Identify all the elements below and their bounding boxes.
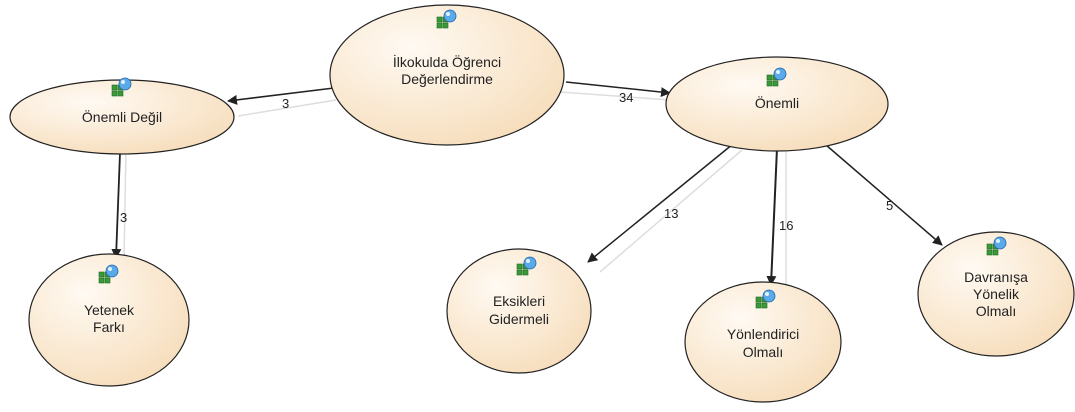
- edge-label-onemli-davranisa: 5: [886, 198, 893, 213]
- node-label-davranisa-line2: Yönelik: [973, 286, 1020, 302]
- edges: 3 34 3 13 16 5: [111, 81, 943, 288]
- node-label-root-line2: Değerlendirme: [401, 71, 493, 87]
- node-onemli-degil[interactable]: Önemli Değil: [9, 77, 235, 155]
- node-davranisa-yonelik-olmali[interactable]: Davranışa Yönelik Olmalı: [917, 231, 1075, 357]
- node-yetenek-farki[interactable]: Yetenek Farkı: [28, 253, 190, 387]
- edge-onemli-to-eksikleri: 13: [587, 143, 743, 273]
- edge-root-to-onemli-degil: 3: [227, 87, 337, 117]
- edge-label-root-onemli: 34: [619, 90, 633, 105]
- edge-root-to-onemli: 34: [559, 81, 671, 105]
- node-yonlendirici-olmali[interactable]: Yönlendirici Olmalı: [684, 281, 842, 403]
- node-onemli[interactable]: Önemli: [665, 56, 889, 152]
- edge-label-onemli-eksikleri: 13: [664, 206, 678, 221]
- node-label-eksikleri-line1: Eksikleri: [493, 293, 545, 309]
- node-label-yonlendirici-line2: Olmalı: [743, 344, 783, 360]
- node-label-root-line1: İlkokulda Öğrenci: [393, 53, 501, 70]
- edge-onemli-degil-to-yetenek: 3: [111, 149, 127, 259]
- edge-label-onemli-yonlendirici: 16: [779, 218, 793, 233]
- nodes: İlkokulda Öğrenci Değerlendirme Önemli D…: [9, 4, 1075, 403]
- edge-onemli-to-yonlendirici: 16: [766, 147, 793, 288]
- edge-label-root-onemli-degil: 3: [282, 96, 289, 111]
- node-label-davranisa-line1: Davranışa: [964, 269, 1028, 285]
- node-label-yetenek-line1: Yetenek: [84, 302, 135, 318]
- node-label-davranisa-line3: Olmalı: [976, 303, 1016, 319]
- node-label-yetenek-line2: Farkı: [93, 319, 125, 335]
- node-root[interactable]: İlkokulda Öğrenci Değerlendirme: [329, 4, 565, 146]
- node-label-yonlendirici-line1: Yönlendirici: [727, 326, 799, 342]
- node-label-onemli: Önemli: [755, 94, 799, 111]
- node-eksikleri-gidermeli[interactable]: Eksikleri Gidermeli: [446, 248, 592, 374]
- node-label-eksikleri-line2: Gidermeli: [489, 311, 549, 327]
- edge-onemli-to-davranisa: 5: [825, 144, 943, 246]
- node-label-onemli-degil: Önemli Değil: [82, 108, 162, 125]
- edge-label-onemli-degil-yetenek: 3: [120, 210, 127, 225]
